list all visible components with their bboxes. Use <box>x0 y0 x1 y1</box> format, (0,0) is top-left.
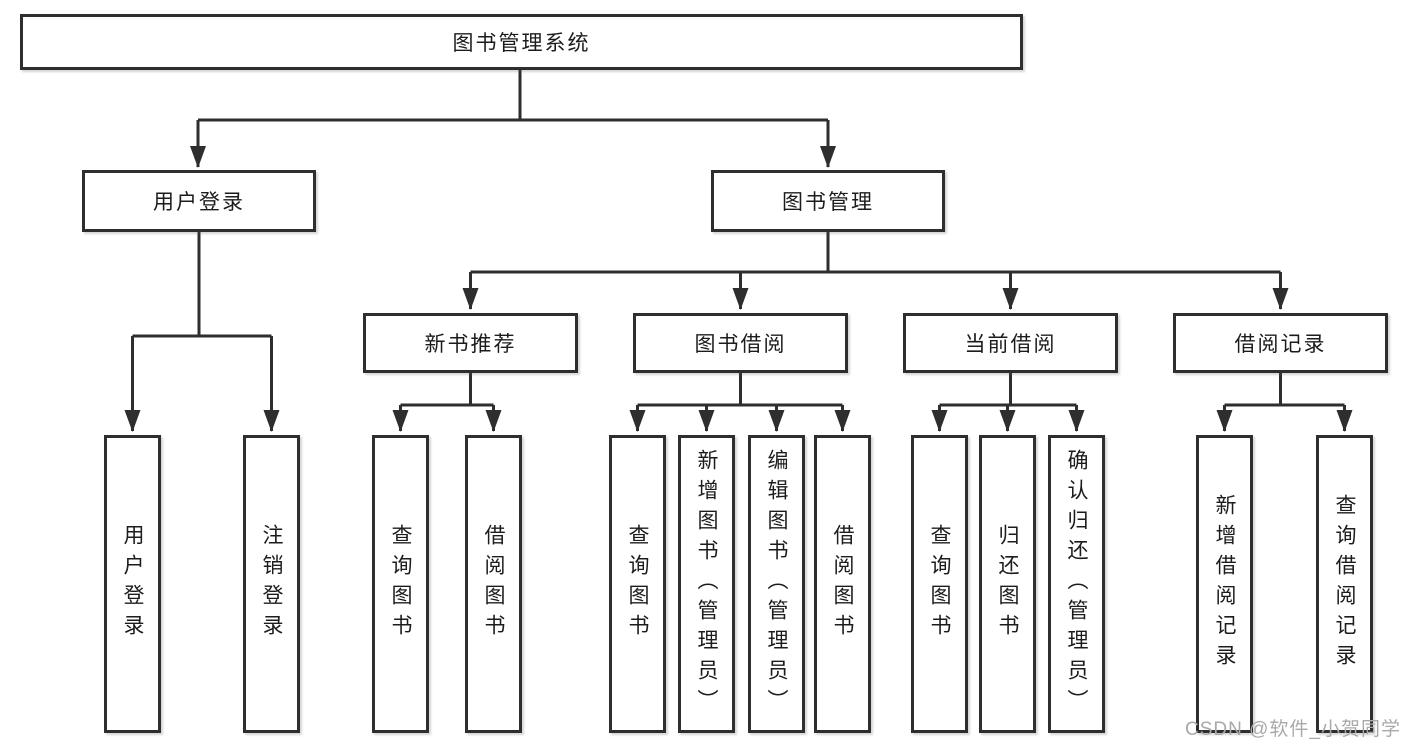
node-label: 借阅记录 <box>1234 333 1327 356</box>
node-leaf-add-book-admin: 新增图书（管理员） <box>678 435 735 733</box>
node-label: 图书借阅 <box>694 333 787 356</box>
node-label: 编辑图书（管理员） <box>765 449 788 719</box>
node-borrowing-records: 借阅记录 <box>1173 313 1388 373</box>
node-leaf-query-book-1: 查询图书 <box>372 435 429 733</box>
node-label: 新增图书（管理员） <box>695 449 718 719</box>
node-label: 当前借阅 <box>964 333 1057 356</box>
node-label: 用户登录 <box>121 524 144 644</box>
csdn-watermark: CSDN @软件_小贺同学 <box>1185 719 1401 740</box>
node-label: 图书管理系统 <box>452 32 591 55</box>
node-label: 确认归还（管理员） <box>1065 449 1088 719</box>
node-leaf-return-book: 归还图书 <box>979 435 1036 733</box>
node-leaf-query-book-3: 查询图书 <box>911 435 968 733</box>
node-label: 新书推荐 <box>424 333 517 356</box>
node-leaf-query-book-2: 查询图书 <box>609 435 666 733</box>
node-label: 图书管理 <box>782 191 874 214</box>
node-leaf-confirm-return-admin: 确认归还（管理员） <box>1048 435 1105 733</box>
node-label: 注销登录 <box>260 524 283 644</box>
node-label: 查询图书 <box>626 524 649 644</box>
node-library-management-system: 图书管理系统 <box>20 14 1023 70</box>
node-leaf-add-borrow-record: 新增借阅记录 <box>1196 435 1253 733</box>
node-new-book-recommendation: 新书推荐 <box>363 313 578 373</box>
node-leaf-logout: 注销登录 <box>243 435 300 733</box>
node-current-borrowing: 当前借阅 <box>903 313 1118 373</box>
node-label: 新增借阅记录 <box>1213 494 1236 674</box>
node-label: 查询图书 <box>389 524 412 644</box>
node-book-management-branch: 图书管理 <box>711 170 945 232</box>
node-label: 归还图书 <box>996 524 1019 644</box>
node-label: 查询图书 <box>928 524 951 644</box>
node-leaf-borrow-book-2: 借阅图书 <box>814 435 871 733</box>
node-leaf-query-borrow-record: 查询借阅记录 <box>1316 435 1373 733</box>
node-user-login-branch: 用户登录 <box>82 170 316 232</box>
node-label: 查询借阅记录 <box>1333 494 1356 674</box>
node-label: 用户登录 <box>153 191 245 214</box>
node-leaf-user-login: 用户登录 <box>104 435 161 733</box>
node-leaf-edit-book-admin: 编辑图书（管理员） <box>748 435 805 733</box>
node-label: 借阅图书 <box>831 524 854 644</box>
node-label: 借阅图书 <box>482 524 505 644</box>
node-book-borrowing: 图书借阅 <box>633 313 848 373</box>
node-leaf-borrow-book-1: 借阅图书 <box>465 435 522 733</box>
